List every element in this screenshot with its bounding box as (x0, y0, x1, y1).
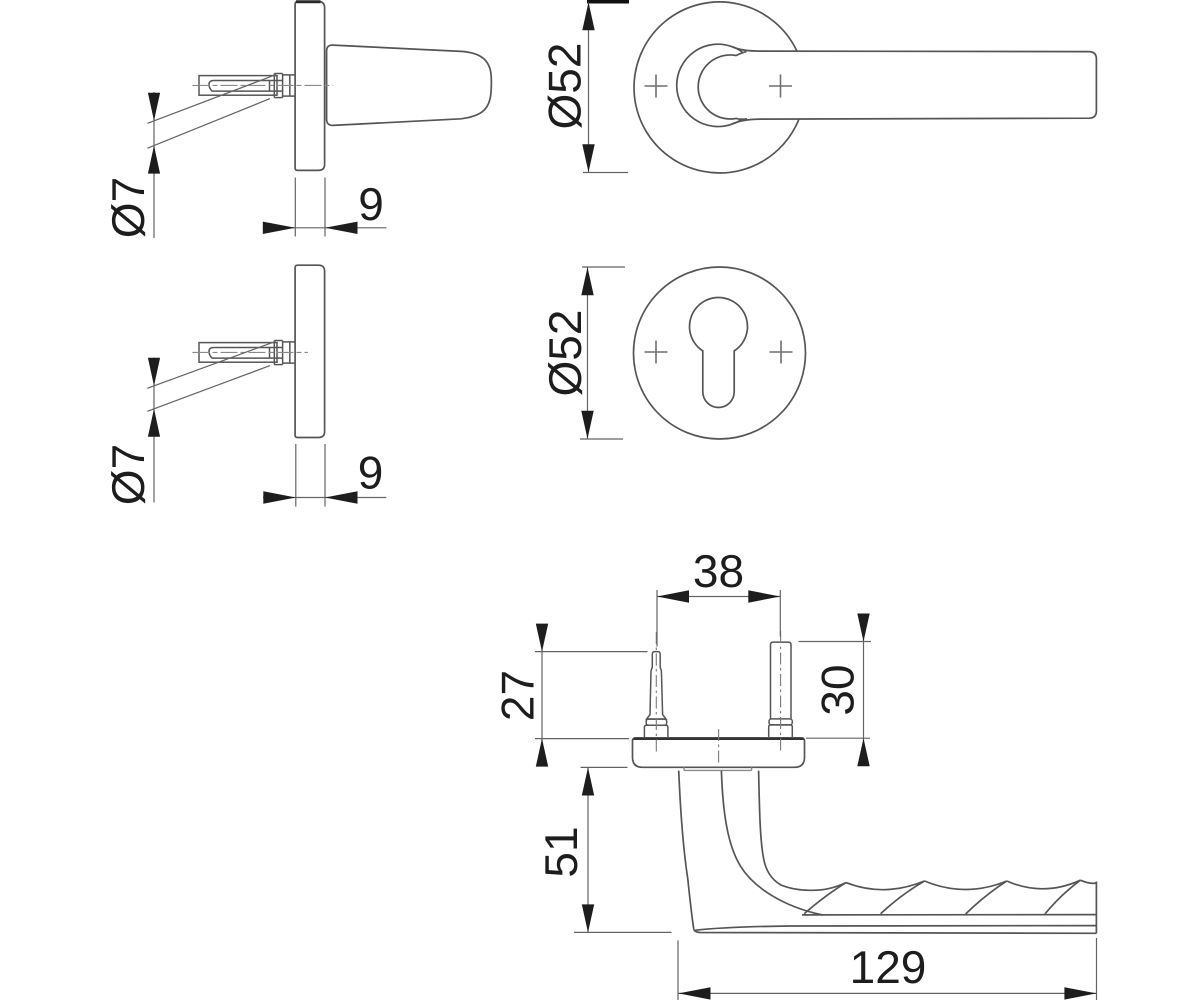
svg-text:30: 30 (812, 664, 864, 715)
svg-text:129: 129 (850, 941, 927, 993)
svg-text:Ø52: Ø52 (539, 310, 591, 397)
svg-text:27: 27 (492, 670, 544, 721)
svg-text:9: 9 (358, 447, 384, 499)
svg-text:Ø7: Ø7 (102, 177, 154, 238)
svg-text:51: 51 (535, 826, 587, 877)
svg-text:Ø52: Ø52 (539, 43, 591, 130)
svg-text:9: 9 (358, 178, 384, 230)
svg-text:Ø7: Ø7 (102, 444, 154, 505)
svg-text:38: 38 (693, 545, 744, 597)
